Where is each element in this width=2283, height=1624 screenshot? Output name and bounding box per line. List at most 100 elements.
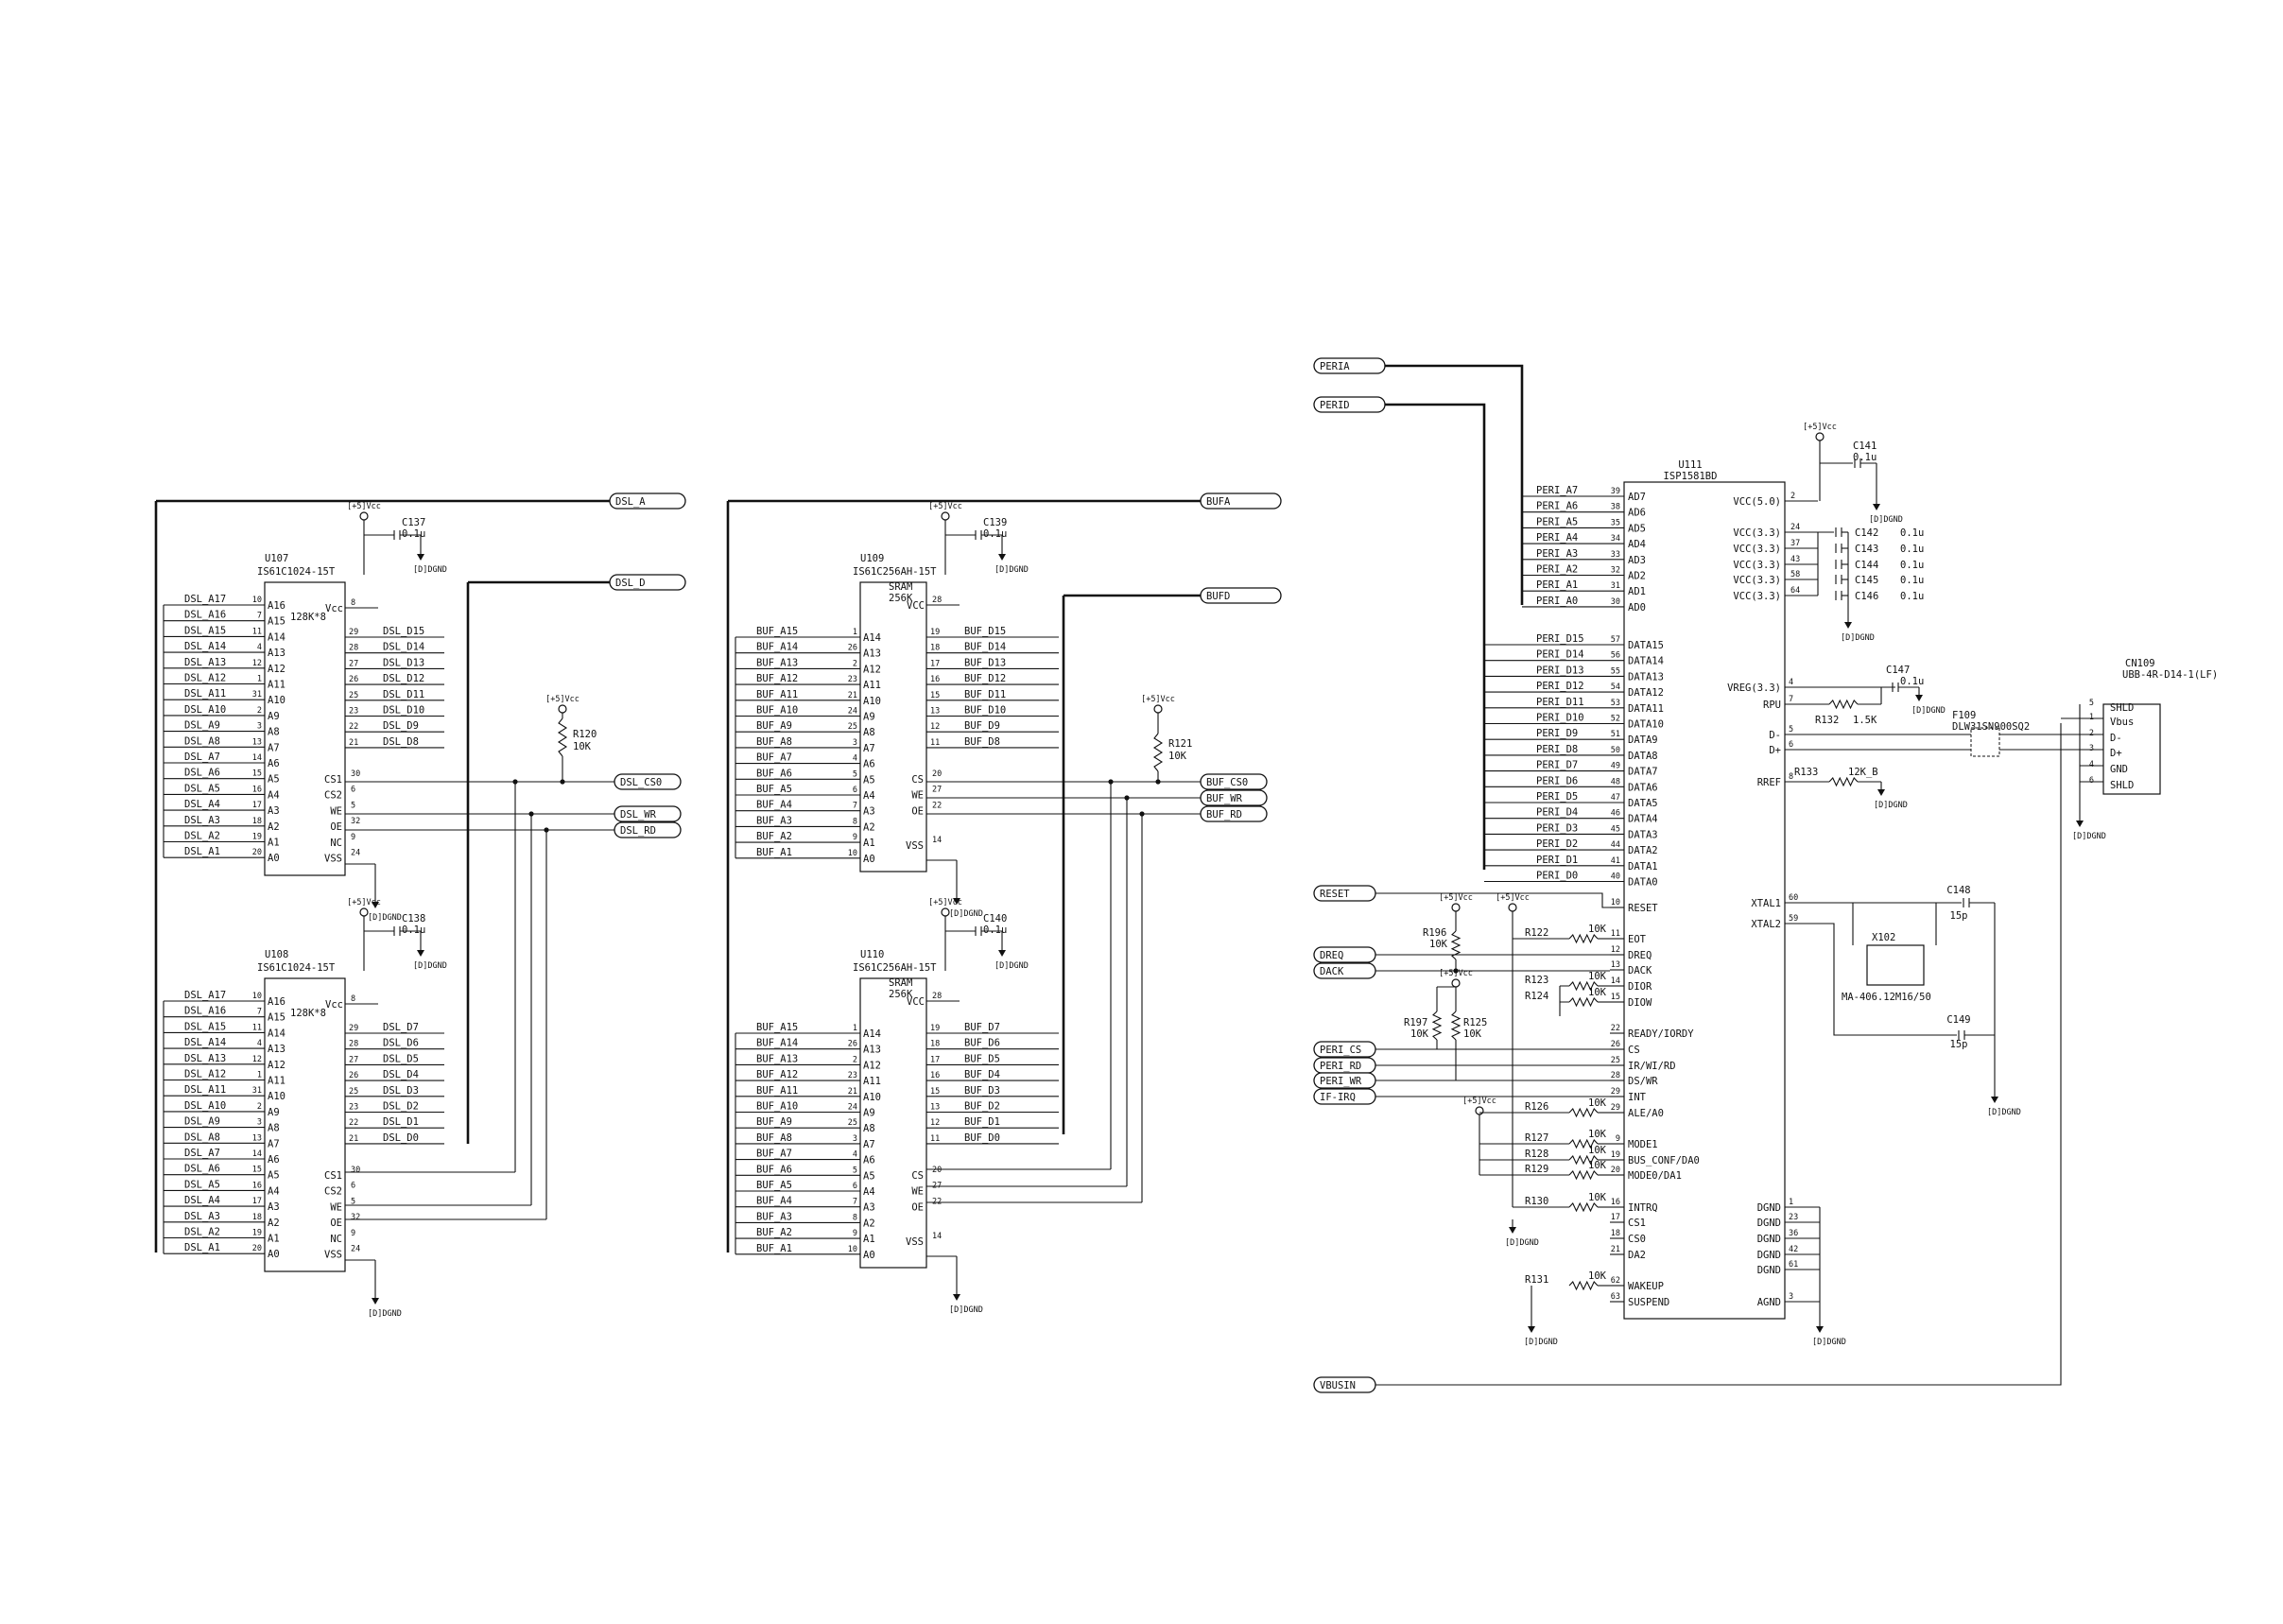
cap-val: 15p: [1950, 1039, 1968, 1050]
res-val: 10K: [573, 741, 592, 752]
pin-num: 13: [930, 1103, 940, 1113]
pin-name: A6: [863, 759, 875, 770]
address-net: BUF_A5: [756, 784, 792, 795]
pin-name: A6: [863, 1155, 875, 1166]
control-port-label: DSL_CS0: [620, 777, 662, 788]
pin-num: 7: [1789, 695, 1793, 704]
address-net: BUF_A2: [756, 831, 792, 842]
pin-name: A3: [268, 1201, 280, 1213]
address-net: BUF_A13: [756, 1053, 798, 1064]
junction-dot: [1108, 779, 1114, 785]
pin-name: A2: [863, 821, 875, 833]
vcc-label: [+5]Vcc: [347, 898, 381, 907]
pin-name: WAKEUP: [1628, 1281, 1664, 1292]
pin-num: 14: [252, 753, 262, 763]
peri-data-net: PERI_D2: [1536, 838, 1578, 850]
common-mode-filter: [1970, 727, 2000, 757]
pin-num: 2: [853, 659, 857, 668]
port-bufa-label: BUFA: [1206, 496, 1231, 508]
data-net: DSL_D13: [383, 657, 424, 668]
mid-wire: [1785, 686, 1895, 705]
pin-num: 6: [351, 1182, 355, 1191]
res-val: 12K_B: [1848, 767, 1878, 778]
pin-name: A12: [863, 664, 881, 675]
pin-name: A11: [268, 1076, 285, 1087]
address-net: BUF_A14: [756, 1038, 798, 1049]
address-net: DSL_A10: [184, 704, 226, 716]
pin-num: 23: [1789, 1213, 1798, 1222]
data-net: DSL_D7: [383, 1022, 419, 1033]
address-net: BUF_A3: [756, 815, 792, 826]
ic-ref: U109: [860, 553, 884, 564]
pin-num: 6: [853, 1182, 857, 1191]
ground-label: [D]DGND: [2072, 832, 2106, 841]
junction-dot: [544, 827, 549, 833]
cap-ref: C144: [1855, 560, 1878, 571]
peri-bus: [1385, 364, 1524, 870]
address-net: BUF_A5: [756, 1180, 792, 1191]
pin-name: VCC(3.3): [1733, 591, 1781, 602]
vcc-symbol: [941, 907, 950, 917]
res-ref: R124: [1525, 991, 1548, 1002]
xtal-wire: [1852, 903, 1937, 945]
control-port-label: DSL_WR: [620, 809, 657, 821]
vcc-symbol: [941, 511, 950, 521]
control-pin: OE: [911, 805, 924, 817]
cap-val: 0.1u: [1900, 676, 1924, 687]
pin-num: 62: [1611, 1276, 1620, 1286]
conn-pin: SHLD: [2110, 702, 2134, 714]
pin-num: 28: [932, 992, 942, 1001]
peri-data-net: PERI_D14: [1536, 649, 1584, 661]
pin-num: 60: [1789, 893, 1798, 903]
ground-label: [D]DGND: [1505, 1238, 1539, 1248]
address-net: BUF_A7: [756, 752, 792, 764]
pin-name: RPU: [1763, 700, 1781, 711]
peri-data-net: PERI_D9: [1536, 728, 1578, 739]
address-net: BUF_A15: [756, 1022, 798, 1033]
pin-num: 31: [252, 1086, 262, 1096]
pin-num: 19: [930, 1024, 940, 1033]
peri-address-net: PERI_A7: [1536, 485, 1578, 496]
res-ref: R126: [1525, 1101, 1548, 1113]
pin-num: 49: [1611, 762, 1620, 771]
pin-num: 13: [1611, 960, 1620, 970]
pin-name: Vcc: [325, 999, 343, 1011]
pin-name: A16: [268, 996, 285, 1008]
data-net: BUF_D12: [964, 673, 1006, 684]
address-net: BUF_A8: [756, 736, 792, 748]
res-ref: R197: [1404, 1017, 1427, 1028]
pin-num: 18: [930, 1040, 940, 1049]
cap-val: 0.1u: [1853, 452, 1877, 463]
address-net: DSL_A16: [184, 1006, 226, 1017]
port-bufd-label: BUFD: [1206, 591, 1230, 602]
pin-name: AD4: [1628, 539, 1646, 550]
pin-name: DATA1: [1628, 861, 1658, 872]
ground-label: [D]DGND: [949, 909, 983, 919]
pin-name: A9: [268, 1107, 280, 1118]
pin-num: 26: [349, 1071, 358, 1080]
usb-port-label: VBUSIN: [1320, 1380, 1356, 1391]
pin-name: MODE0/DA1: [1628, 1170, 1682, 1182]
pin-name: CS: [1628, 1045, 1640, 1056]
port-dsl-a-label: DSL_A: [615, 496, 646, 508]
pin-name: A9: [863, 712, 875, 723]
cap-ref: C148: [1946, 885, 1970, 896]
pin-num: 50: [1611, 746, 1620, 755]
pin-name: A0: [863, 1250, 875, 1261]
pin-name: A6: [268, 758, 280, 769]
pin-num: 17: [930, 659, 940, 668]
pin-num: 40: [1611, 872, 1620, 882]
pin-num: 5: [853, 769, 857, 779]
pin-num: 36: [1789, 1229, 1798, 1238]
conn-num: 3: [2089, 744, 2094, 753]
cap-val: 0.1u: [1900, 544, 1924, 555]
address-net: BUF_A10: [756, 705, 798, 717]
resistor: [1152, 733, 1164, 772]
address-net: DSL_A14: [184, 1037, 226, 1048]
pin-num: 41: [1611, 856, 1620, 866]
pin-num: 64: [1790, 586, 1800, 596]
pin-num: 17: [252, 801, 262, 810]
peri-data-net: PERI_D10: [1536, 713, 1584, 724]
res-val: 10K: [1588, 987, 1607, 998]
